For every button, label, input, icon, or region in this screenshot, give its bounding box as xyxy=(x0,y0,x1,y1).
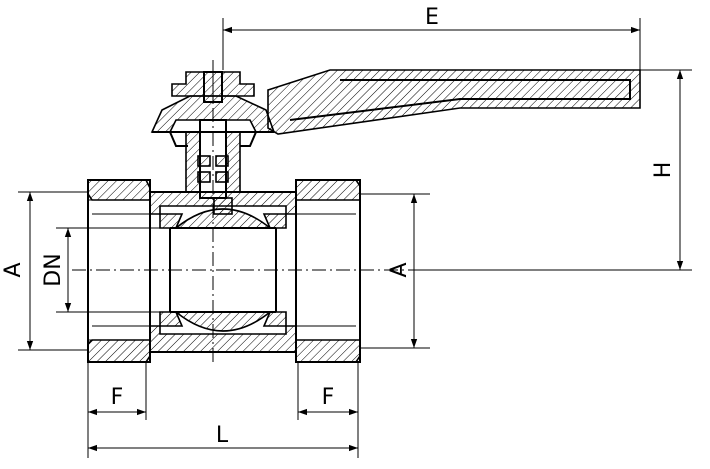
label-e: E xyxy=(425,5,439,30)
dimension-dn: DN xyxy=(41,227,170,313)
label-dn: DN xyxy=(41,253,66,286)
dimension-f-right: F xyxy=(297,362,359,420)
label-f-left: F xyxy=(111,385,124,410)
lever-handle xyxy=(267,69,641,135)
label-a-left: A xyxy=(1,262,26,277)
center-lines xyxy=(72,60,420,366)
ball-and-seats xyxy=(159,197,287,332)
dimension-f-left: F xyxy=(87,362,147,420)
dimension-h: H xyxy=(420,69,692,271)
label-f-right: F xyxy=(322,385,335,410)
label-h: H xyxy=(651,162,676,179)
label-l: L xyxy=(216,423,229,448)
dimension-a-left: A xyxy=(1,191,88,351)
dimension-e: E xyxy=(222,5,641,70)
dimension-l: L xyxy=(87,420,359,458)
label-a-right: A xyxy=(387,262,412,277)
dimension-a-right: A xyxy=(360,193,430,349)
